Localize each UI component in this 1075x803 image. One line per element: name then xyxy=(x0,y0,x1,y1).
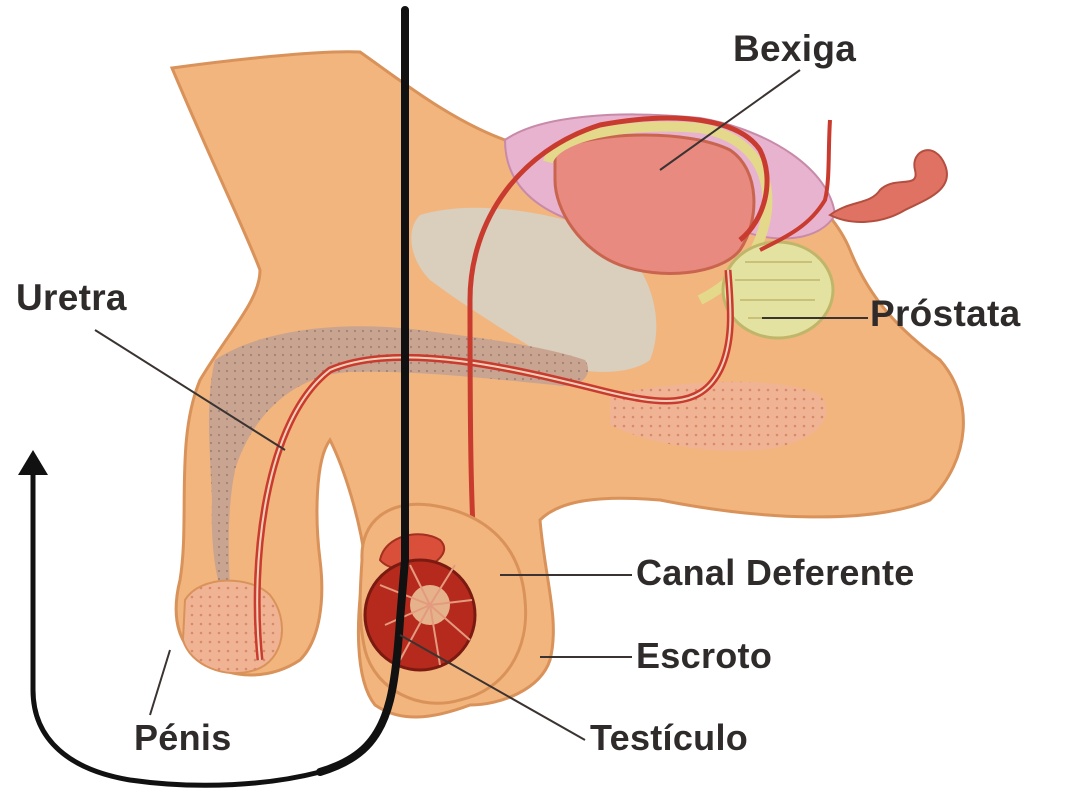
label-bexiga: Bexiga xyxy=(733,30,856,67)
label-uretra: Uretra xyxy=(16,279,127,316)
glans-texture xyxy=(183,581,282,674)
leader-penis xyxy=(150,650,170,715)
seminal-vesicle-shape xyxy=(830,150,947,222)
label-prostata: Próstata xyxy=(870,295,1020,332)
prostate-shape xyxy=(723,242,833,338)
label-canal-deferente: Canal Deferente xyxy=(636,555,915,591)
arrow-head xyxy=(18,450,48,475)
label-testiculo: Testículo xyxy=(590,720,748,756)
label-penis: Pénis xyxy=(134,720,232,756)
label-escroto: Escroto xyxy=(636,638,772,674)
